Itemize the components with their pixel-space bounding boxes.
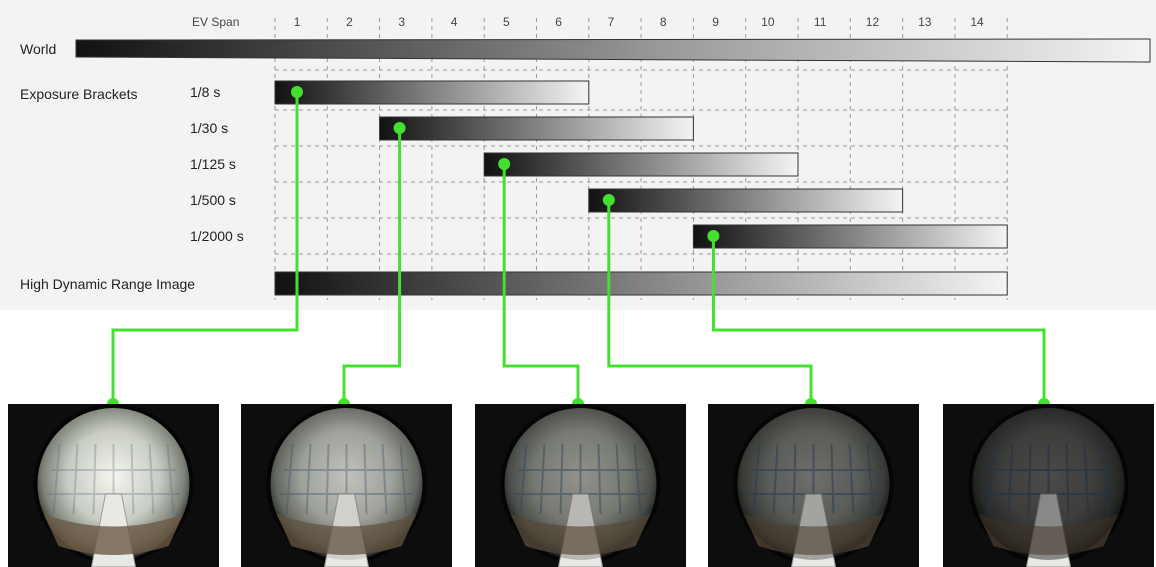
ev-tick-label: 5	[503, 15, 510, 29]
ev-tick-label: 10	[761, 15, 775, 29]
bracket-dot	[707, 230, 719, 242]
ev-tick-label: 13	[918, 15, 932, 29]
ev-tick-label: 1	[294, 15, 301, 29]
ev-tick-label: 9	[712, 15, 719, 29]
ev-tick-label: 3	[398, 15, 405, 29]
bracket-photo	[475, 404, 686, 567]
bracket-bar	[589, 189, 903, 212]
shutter-label: 1/125 s	[190, 156, 236, 172]
ev-tick-label: 8	[660, 15, 667, 29]
ev-tick-label: 7	[608, 15, 615, 29]
bracket-photos	[8, 404, 1154, 567]
ev-tick-label: 12	[866, 15, 880, 29]
ev-tick-label: 2	[346, 15, 353, 29]
bracket-dot	[394, 122, 406, 134]
ev-span-label: EV Span	[192, 15, 239, 29]
shutter-label: 1/500 s	[190, 192, 236, 208]
bracket-bar	[693, 225, 1007, 248]
bracket-bar	[380, 117, 694, 140]
bracket-dot	[498, 158, 510, 170]
shutter-label: 1/30 s	[190, 120, 228, 136]
ev-tick-label: 4	[451, 15, 458, 29]
bracket-bar	[275, 81, 589, 104]
world-label: World	[20, 41, 56, 57]
exposure-brackets-label: Exposure Brackets	[20, 86, 138, 102]
bracket-photo	[943, 404, 1154, 567]
bracket-photo	[8, 404, 219, 567]
bracket-photo	[241, 404, 452, 567]
ev-tick-label: 6	[555, 15, 562, 29]
hdr-image-label: High Dynamic Range Image	[20, 276, 195, 292]
bracket-dot	[291, 86, 303, 98]
shutter-label: 1/8 s	[190, 84, 220, 100]
hdr-range-bar	[275, 272, 1007, 295]
bracket-dot	[603, 194, 615, 206]
bracket-photo	[708, 404, 919, 567]
ev-tick-label: 11	[814, 15, 827, 29]
ev-tick-label: 14	[970, 15, 984, 29]
shutter-label: 1/2000 s	[190, 228, 244, 244]
bracket-bar	[484, 153, 798, 176]
